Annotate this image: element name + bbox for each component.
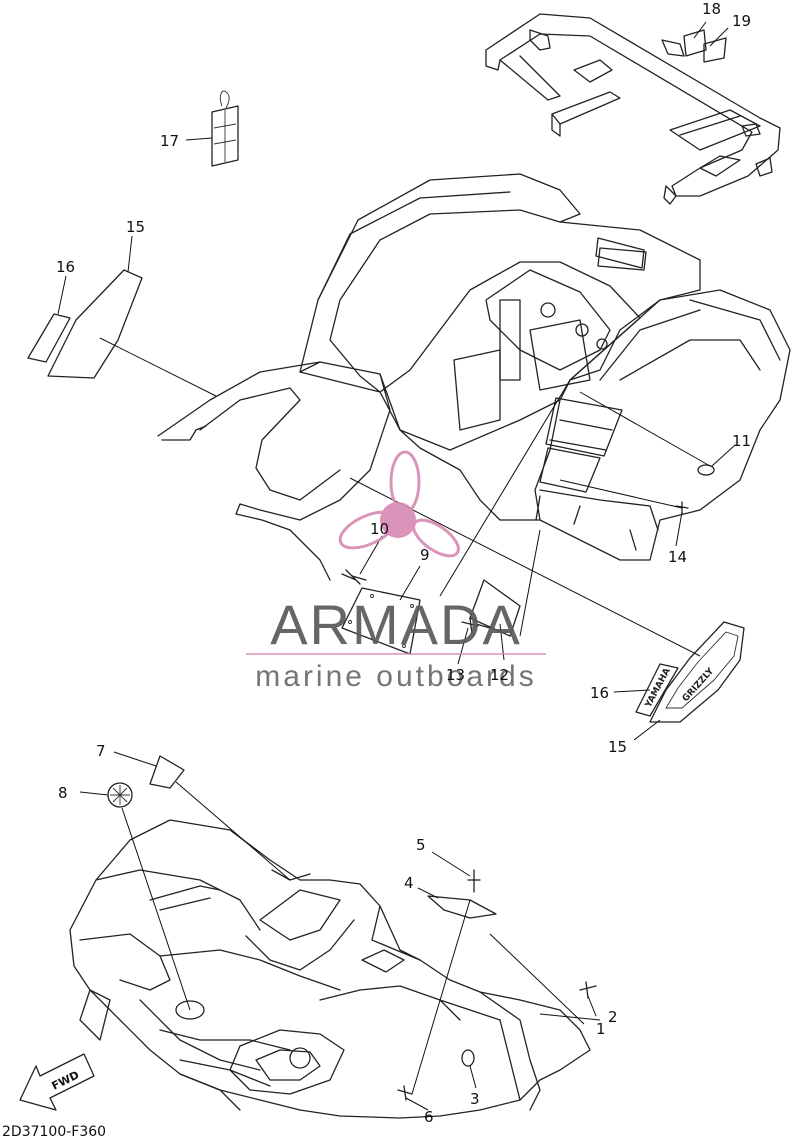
callout-12: 12 <box>490 666 509 684</box>
caution-tag-17 <box>211 90 239 167</box>
diagram-code: 2D37100-F360 <box>2 1124 106 1138</box>
screw-2 <box>579 981 597 999</box>
callout-2: 2 <box>608 1008 618 1026</box>
fwd-arrow: FWD <box>19 1053 95 1111</box>
sticker-19 <box>703 37 727 63</box>
screw-5 <box>467 869 481 893</box>
callout-10: 10 <box>370 520 389 538</box>
washer-3 <box>461 1049 475 1067</box>
round-badge-8 <box>107 782 133 808</box>
callout-14: 14 <box>668 548 687 566</box>
watermark-brand: ARMADA <box>270 593 522 656</box>
callout-8: 8 <box>58 784 68 802</box>
rear-fender <box>157 173 791 581</box>
front-fender <box>69 819 591 1119</box>
front-decal-4 <box>427 895 497 919</box>
callout-16-top: 16 <box>56 258 75 276</box>
screw-6 <box>397 1085 413 1101</box>
callout-15-right: 15 <box>608 738 627 756</box>
fwd-label: FWD <box>50 1068 82 1092</box>
rear-carrier-rack <box>485 13 781 205</box>
callout-13: 13 <box>446 666 465 684</box>
callout-5: 5 <box>416 836 426 854</box>
side-decal-15-left <box>47 269 143 379</box>
screw-10 <box>341 569 367 585</box>
callout-11: 11 <box>732 432 751 450</box>
reflector-plate-12 <box>469 579 521 637</box>
leader-lines <box>57 21 735 1111</box>
callout-18: 18 <box>702 0 721 18</box>
side-decal-16-left <box>27 313 71 363</box>
callout-1: 1 <box>596 1020 606 1038</box>
callout-9: 9 <box>420 546 430 564</box>
rear-yamaha-badge <box>595 237 645 269</box>
callout-19: 19 <box>732 12 751 30</box>
watermark-tagline: marine outboards <box>255 660 536 693</box>
callout-4: 4 <box>404 874 414 892</box>
callout-7: 7 <box>96 742 106 760</box>
callout-17: 17 <box>160 132 179 150</box>
washer-11 <box>697 464 715 476</box>
nose-emblem-7 <box>149 755 185 789</box>
callout-3: 3 <box>470 1090 480 1108</box>
screw-13 <box>461 617 491 635</box>
grizzly-decal-text: GRIZZLY <box>681 666 717 704</box>
callout-16-right: 16 <box>590 684 609 702</box>
callout-15-top: 15 <box>126 218 145 236</box>
callout-labels: 1 2 3 4 5 6 7 8 9 10 11 12 13 14 15 15 1… <box>56 0 751 1126</box>
armada-propeller-logo <box>338 450 460 558</box>
callout-6: 6 <box>424 1108 434 1126</box>
sticker-18 <box>683 29 707 57</box>
armada-watermark: ARMADA marine outboards <box>246 450 546 693</box>
